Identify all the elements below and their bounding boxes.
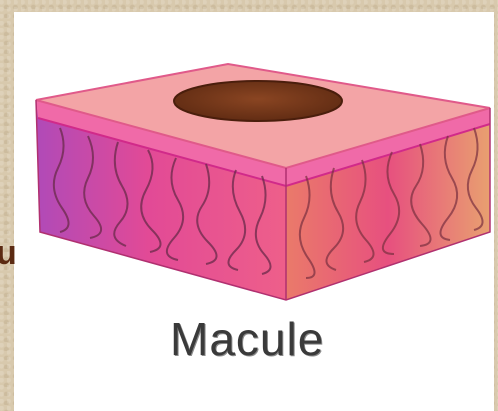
diagram-caption: Macule	[170, 316, 390, 362]
macule-spot	[174, 81, 342, 121]
clipped-slide-text: u	[0, 236, 17, 270]
